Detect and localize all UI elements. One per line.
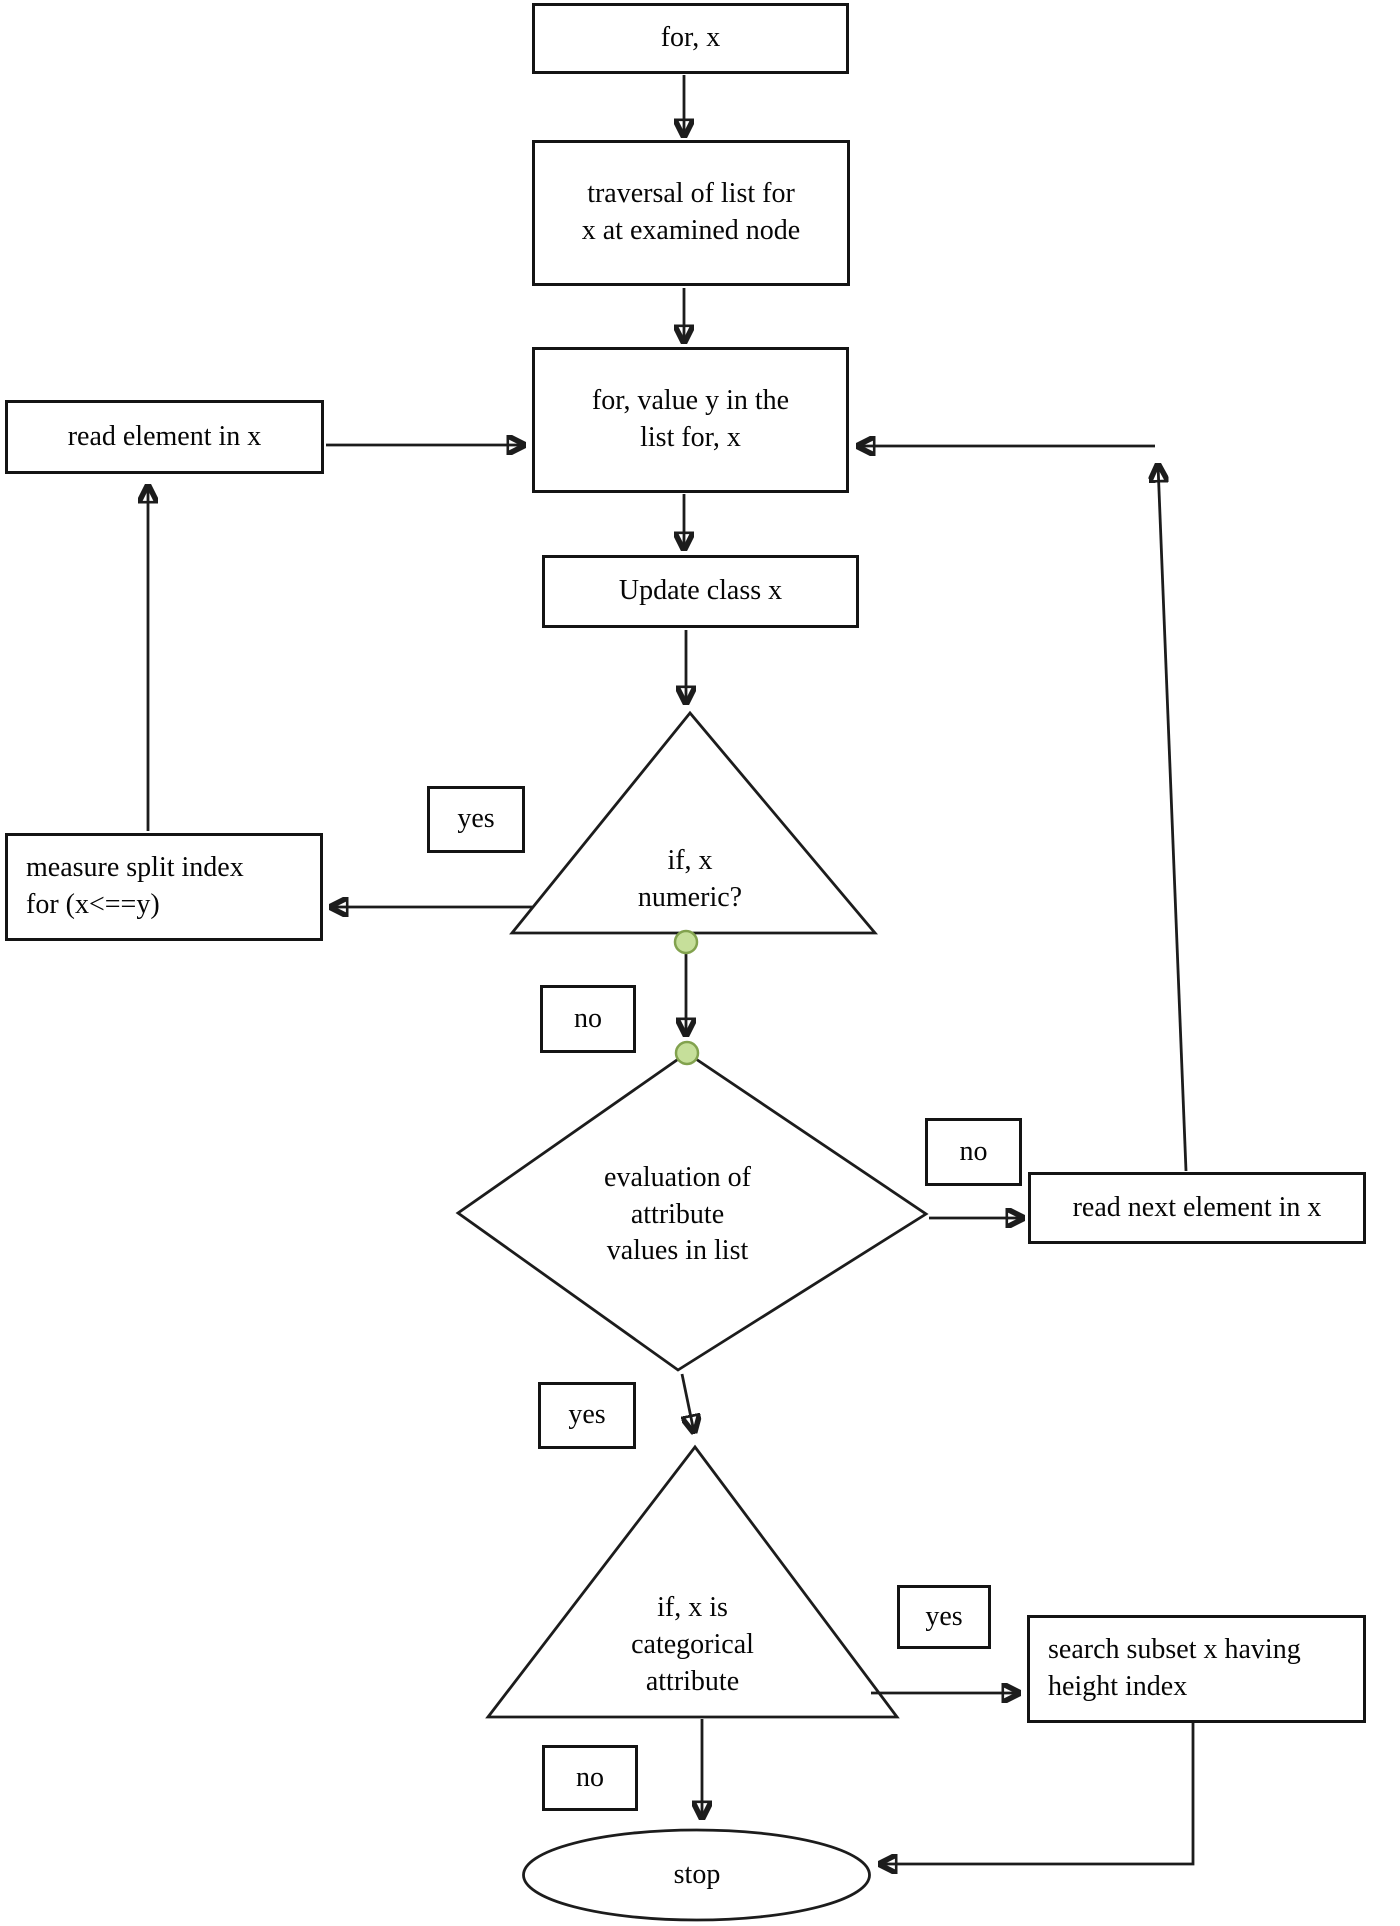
connector-dot-if-numeric — [673, 929, 699, 955]
node-read-element: read element in x — [5, 400, 324, 474]
node-traversal: traversal of list for x at examined node — [532, 140, 850, 286]
edge-label-no-eval: no — [925, 1118, 1022, 1186]
edge-readnext-return-up — [1158, 465, 1188, 1172]
node-stop-label: stop — [673, 1859, 721, 1891]
edge-search-to-stop — [880, 1722, 1195, 1864]
edge-evalattr-yes-to-ifcategorical — [680, 1373, 694, 1432]
if-categorical-triangle — [485, 1444, 900, 1719]
edge-label-yes-categorical: yes — [897, 1585, 991, 1649]
node-measure-split: measure split index for (x<==y) — [5, 833, 323, 941]
eval-attributes-diamond — [455, 1051, 929, 1372]
edge-label-no-numeric: no — [540, 985, 636, 1053]
stop-ellipse — [522, 1828, 871, 1922]
node-update-class: Update class x — [542, 555, 859, 628]
node-read-next: read next element in x — [1028, 1172, 1366, 1244]
node-eval-attributes-label: evaluation of attribute values in list — [604, 1161, 751, 1267]
node-if-numeric-label: if, x numeric? — [637, 845, 743, 913]
edge-label-yes-eval: yes — [538, 1382, 636, 1449]
node-search-subset: search subset x having height index — [1027, 1615, 1366, 1723]
node-start: for, x — [532, 3, 849, 74]
edge-label-no-categorical: no — [542, 1745, 638, 1811]
node-if-categorical-label: if, x is categorical attribute — [631, 1592, 754, 1697]
edge-label-yes-numeric: yes — [427, 786, 525, 853]
connector-dot-eval-attributes — [674, 1040, 700, 1066]
node-for-value: for, value y in the list for, x — [532, 347, 849, 493]
